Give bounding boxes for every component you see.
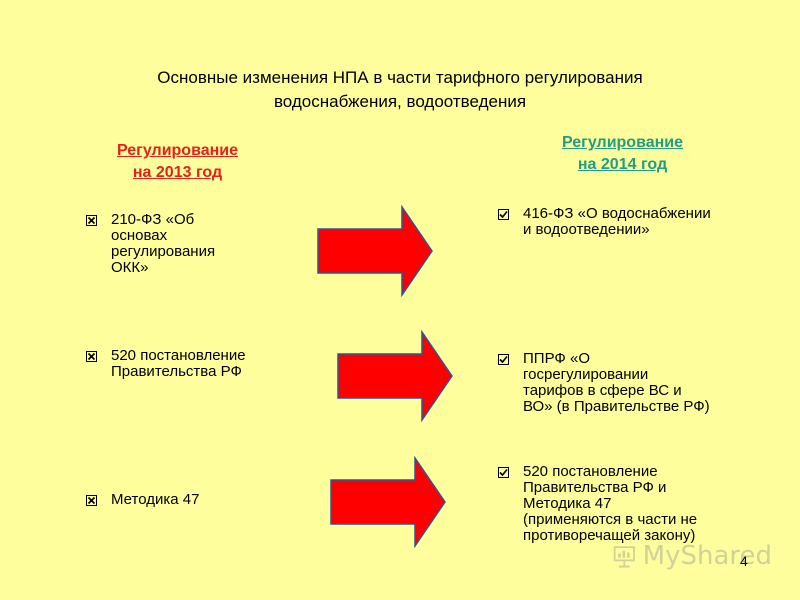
left-item-text: 210-ФЗ «Об основах регулирования ОКК» [111,211,216,276]
x-checkbox-icon [86,215,97,226]
watermark-text: MyShared [642,541,772,571]
left-item-text: 520 постановление Правительства РФ [111,347,246,380]
right-list-item: 416-ФЗ «О водоснабжении и водоотведении» [498,206,711,238]
checked-checkbox-icon [498,467,509,478]
right-item-text: 520 постановление Правительства РФ и Мет… [523,463,698,544]
x-checkbox-icon [86,351,97,362]
left-heading-line-1: Регулирование [117,142,238,159]
right-list-item: ППРФ «О госрегулировании тарифов в сфере… [498,351,710,415]
right-arrow-icon [337,330,453,422]
right-arrow-icon [330,456,446,548]
slide-title: Основные изменения НПА в части тарифного… [60,66,740,114]
watermark-logo: MyShared [612,540,772,572]
left-list-item: 210-ФЗ «Об основах регулирования ОКК» [86,212,215,276]
title-line-1: Основные изменения НПА в части тарифного… [157,68,643,87]
presentation-icon [613,546,635,568]
left-item-text: Методика 47 [111,491,200,508]
right-item-text: ППРФ «О госрегулировании тарифов в сфере… [523,350,710,415]
right-arrow-icon [317,205,433,297]
right-column-heading: Регулирование на 2014 год [535,132,710,176]
checked-checkbox-icon [498,354,509,365]
right-item-text: 416-ФЗ «О водоснабжении и водоотведении» [523,205,711,238]
left-list-item: Методика 47 [86,492,199,508]
left-heading-line-2: на 2013 год [132,164,223,181]
title-line-2: водоснабжения, водоотведения [273,92,527,111]
left-column-heading: Регулирование на 2013 год [90,140,265,184]
checked-checkbox-icon [498,209,509,220]
right-heading-line-1: Регулирование [562,134,683,151]
left-list-item: 520 постановление Правительства РФ [86,348,246,380]
x-checkbox-icon [86,495,97,506]
right-list-item: 520 постановление Правительства РФ и Мет… [498,464,697,544]
page-number: 4 [740,553,748,569]
right-heading-line-2: на 2014 год [577,156,668,173]
